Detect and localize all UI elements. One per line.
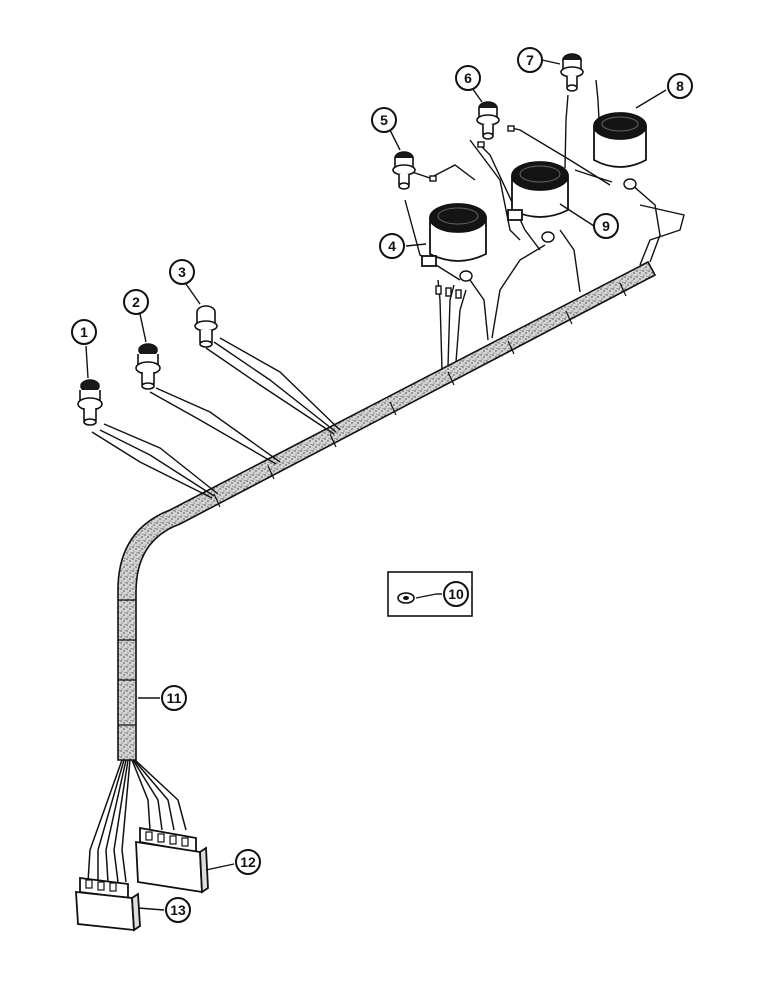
lamp-2	[135, 343, 161, 390]
callout-label-11: 11	[167, 690, 182, 706]
gauge-plugs	[429, 125, 637, 299]
gauge-9	[507, 161, 569, 221]
callout-label-1: 1	[80, 324, 88, 340]
leader-lines	[85, 59, 667, 911]
lamp-3	[194, 305, 218, 348]
callout-label-13: 13	[170, 902, 186, 918]
callout-label-3: 3	[178, 264, 186, 280]
callout-label-10: 10	[448, 586, 464, 602]
main-harness-trunk	[117, 260, 657, 761]
connector-13	[75, 876, 141, 932]
callout-label-2: 2	[132, 294, 140, 310]
callout-7: 7	[517, 47, 543, 73]
callout-1: 1	[71, 319, 97, 345]
lamp-branch-wires	[91, 337, 341, 499]
callout-10: 10	[443, 581, 469, 607]
gauge-8	[593, 112, 647, 168]
callout-label-5: 5	[380, 112, 388, 128]
lamp-1	[77, 379, 103, 426]
callout-label-9: 9	[602, 218, 610, 234]
callout-label-4: 4	[388, 238, 396, 254]
lower-breakout-wires	[87, 759, 187, 883]
callout-2: 2	[123, 289, 149, 315]
gauge-4	[421, 203, 487, 267]
lamp-7	[560, 53, 584, 92]
callout-6: 6	[455, 65, 481, 91]
callout-3: 3	[169, 259, 195, 285]
lamp-5	[392, 151, 416, 190]
callout-12: 12	[235, 849, 261, 875]
callout-label-6: 6	[464, 70, 472, 86]
callout-label-12: 12	[240, 854, 256, 870]
callout-13: 13	[165, 897, 191, 923]
callout-label-7: 7	[526, 52, 534, 68]
callout-5: 5	[371, 107, 397, 133]
callout-label-8: 8	[676, 78, 684, 94]
callout-9: 9	[593, 213, 619, 239]
lamp-6	[476, 101, 500, 140]
callout-4: 4	[379, 233, 405, 259]
callout-11: 11	[161, 685, 187, 711]
callout-8: 8	[667, 73, 693, 99]
connector-12	[135, 826, 209, 894]
